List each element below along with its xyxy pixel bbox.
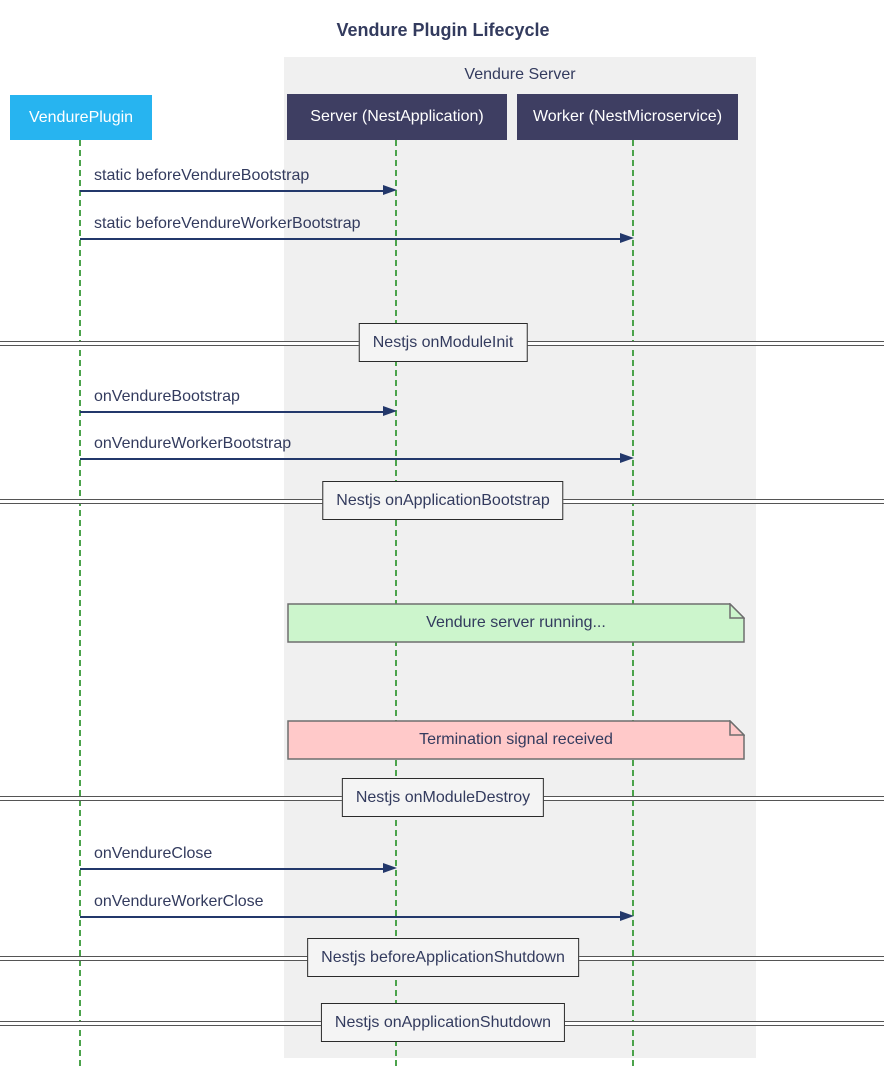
vendure-server-group-label: Vendure Server [464, 66, 576, 83]
diagram-title: Vendure Plugin Lifecycle [336, 20, 550, 40]
arrowhead-icon [383, 863, 397, 873]
note-fold-corner [287, 720, 745, 760]
arrowhead-icon [383, 406, 397, 416]
message-arrow-line [80, 411, 384, 413]
message-arrow-line [80, 868, 384, 870]
lifeline-vendureplugin [79, 140, 81, 1066]
message-label: onVendureBootstrap [94, 388, 240, 405]
lifeline-worker [632, 140, 634, 1066]
arrowhead-icon [383, 185, 397, 195]
actor-server-label: Server (NestApplication) [310, 108, 484, 125]
message-arrow-line [80, 916, 621, 918]
divider-label-box: Nestjs onModuleInit [358, 323, 528, 362]
actor-vendureplugin: VendurePlugin [10, 95, 152, 140]
arrowhead-icon [620, 233, 634, 243]
actor-vendureplugin-label: VendurePlugin [28, 108, 134, 126]
message-arrow-line [80, 458, 621, 460]
divider-label-box: Nestjs onModuleDestroy [341, 778, 545, 817]
divider-label-box: Nestjs beforeApplicationShutdown [307, 938, 579, 977]
actor-worker-label: Worker (NestMicroservice) [532, 108, 723, 125]
lifeline-server [395, 140, 397, 1066]
message-label: static beforeVendureWorkerBootstrap [94, 215, 361, 232]
message-arrow-line [80, 238, 621, 240]
message-label: onVendureClose [94, 845, 213, 862]
divider-label-box: Nestjs onApplicationBootstrap [322, 481, 564, 520]
arrowhead-icon [620, 453, 634, 463]
actor-server: Server (NestApplication) [287, 94, 507, 140]
message-arrow-line [80, 190, 384, 192]
note-fold-corner [287, 603, 745, 643]
message-label: static beforeVendureBootstrap [94, 167, 310, 184]
message-label: onVendureWorkerClose [94, 893, 264, 910]
vendure-server-group: Vendure Server [284, 57, 756, 1058]
note-label: Termination signal received [419, 731, 613, 748]
actor-worker: Worker (NestMicroservice) [517, 94, 738, 140]
note-label: Vendure server running... [426, 614, 606, 631]
divider-label-box: Nestjs onApplicationShutdown [320, 1003, 566, 1042]
note-termination-signal: Termination signal received [287, 720, 745, 760]
note-vendure-server-running: Vendure server running... [287, 603, 745, 643]
message-label: onVendureWorkerBootstrap [94, 435, 292, 452]
arrowhead-icon [620, 911, 634, 921]
